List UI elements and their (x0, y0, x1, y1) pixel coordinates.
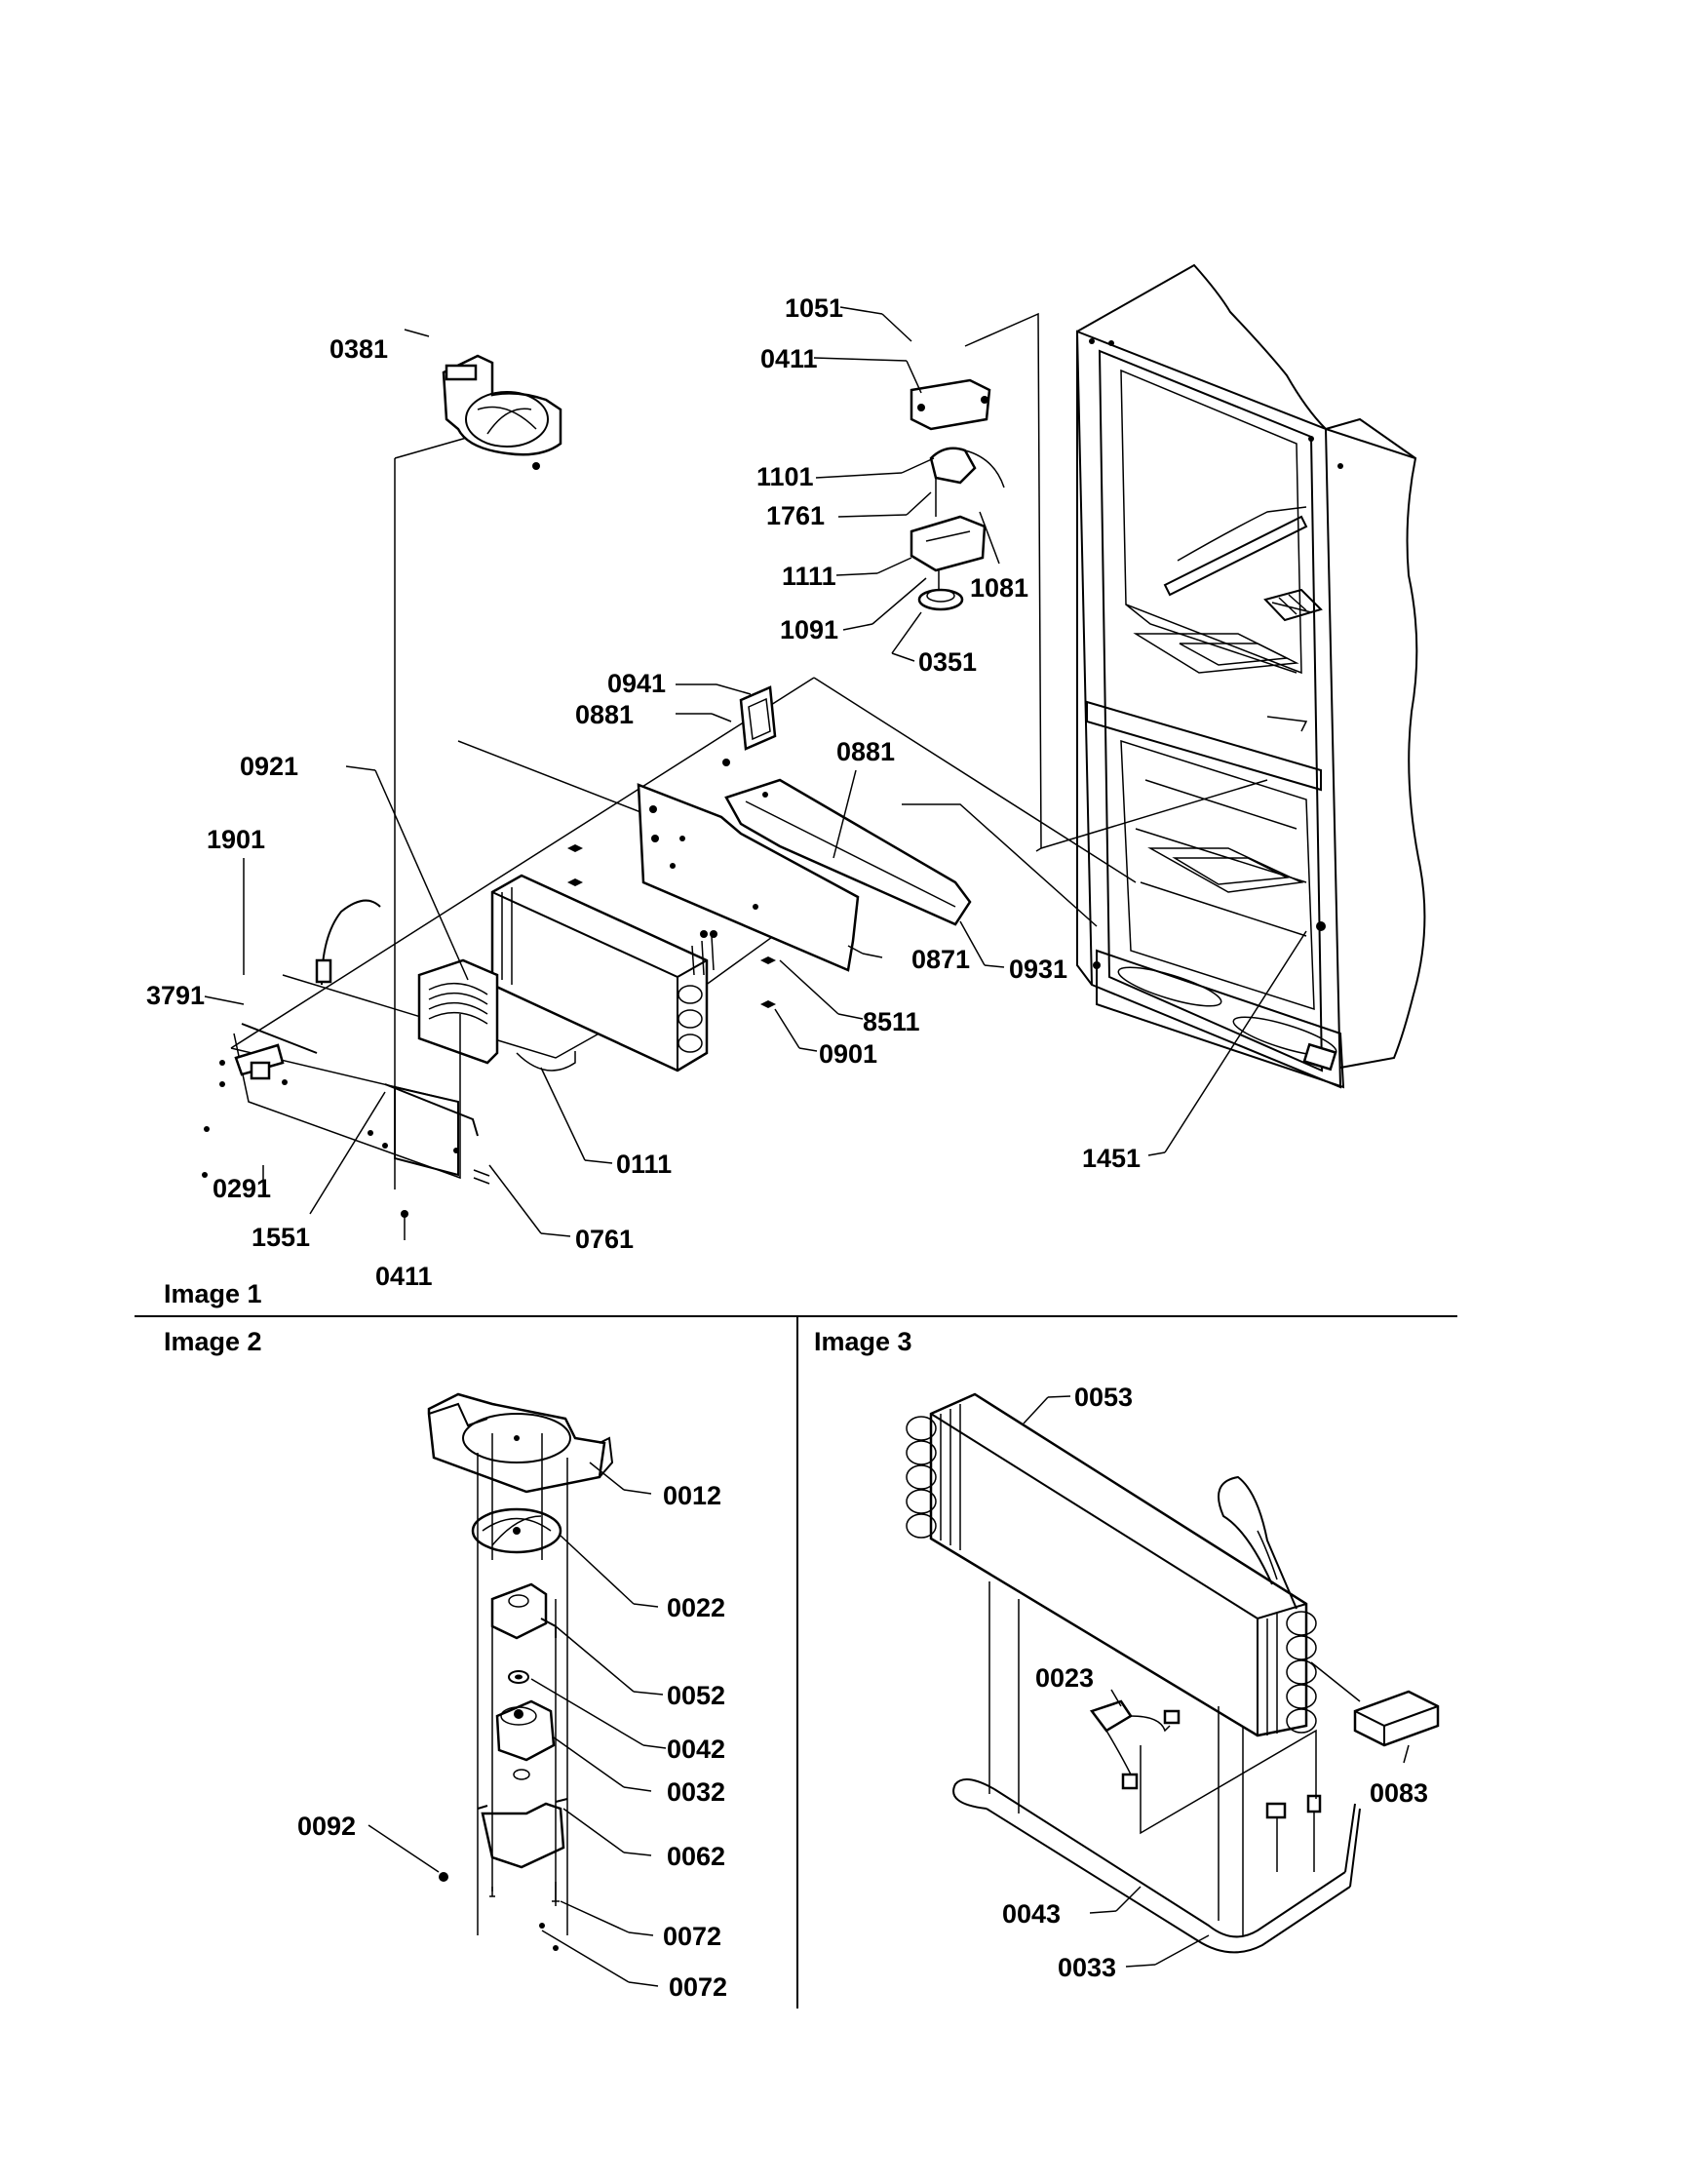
label-1901: 1901 (207, 825, 265, 854)
label-1761: 1761 (766, 501, 825, 530)
label-0043: 0043 (1002, 1899, 1061, 1929)
label-0901: 0901 (819, 1039, 877, 1069)
label-8511: 8511 (863, 1007, 920, 1036)
evaporator-cover-0871 (637, 783, 860, 972)
air-duct-0931 (724, 778, 972, 926)
label-0941: 0941 (607, 669, 666, 698)
evaporator-heater-drawing (906, 1392, 1440, 1954)
label-0881-lower: 0881 (836, 737, 895, 766)
label-1551: 1551 (252, 1223, 310, 1252)
label-0042: 0042 (667, 1735, 725, 1764)
guide-lines-image1 (230, 312, 1268, 1190)
refrigerator-cabinet-drawing (1075, 263, 1426, 1089)
image-3-title: Image 3 (814, 1327, 912, 1356)
leader-lines-image1 (204, 306, 1307, 1240)
label-1451: 1451 (1082, 1144, 1141, 1173)
fan-motor-drawing (427, 1392, 614, 1951)
fan-shroud-0921 (315, 899, 499, 1065)
label-0871: 0871 (911, 945, 970, 974)
label-1051: 1051 (785, 293, 843, 323)
label-0052: 0052 (667, 1681, 725, 1710)
label-0761: 0761 (575, 1225, 634, 1254)
label-0351: 0351 (918, 647, 977, 677)
label-1091: 1091 (780, 615, 838, 644)
label-1111: 1111 (782, 562, 836, 591)
label-0032: 0032 (667, 1777, 725, 1807)
bracket-0941 (722, 685, 777, 766)
image-2-title: Image 2 (164, 1327, 262, 1356)
label-0012: 0012 (663, 1481, 721, 1510)
damper-assembly-1051 (910, 378, 1005, 611)
label-0291: 0291 (213, 1174, 271, 1203)
label-0881-upper: 0881 (575, 700, 634, 729)
label-0072-upper: 0072 (663, 1922, 721, 1951)
label-0921: 0921 (240, 752, 298, 781)
label-0033: 0033 (1058, 1953, 1116, 1982)
leader-lines-image3 (1023, 1395, 1410, 1968)
label-0931: 0931 (1009, 955, 1067, 984)
label-0381: 0381 (329, 334, 388, 364)
label-0092: 0092 (297, 1812, 356, 1841)
label-1081: 1081 (970, 573, 1028, 603)
label-0053: 0053 (1074, 1383, 1133, 1412)
label-0022: 0022 (667, 1593, 725, 1622)
panel-dividers (135, 1315, 1457, 2008)
label-1101: 1101 (756, 462, 814, 491)
label-0411-top: 0411 (760, 344, 818, 373)
evaporator-0111 (490, 874, 717, 1072)
part-labels: 0381 1051 0411 1101 1761 1111 1081 1091 … (146, 293, 1428, 2002)
label-0023: 0023 (1035, 1663, 1094, 1693)
label-0411-bottom: 0411 (375, 1262, 433, 1291)
label-0083: 0083 (1370, 1778, 1428, 1808)
image-1-title: Image 1 (164, 1279, 262, 1308)
label-0062: 0062 (667, 1842, 725, 1871)
label-0111: 0111 (616, 1150, 672, 1179)
label-0072-lower: 0072 (669, 1972, 727, 2002)
fan-assembly-0381 (442, 354, 562, 470)
rear-panel-0291 (202, 1014, 490, 1218)
leader-lines-image2 (368, 1462, 667, 1987)
label-3791: 3791 (146, 981, 205, 1010)
